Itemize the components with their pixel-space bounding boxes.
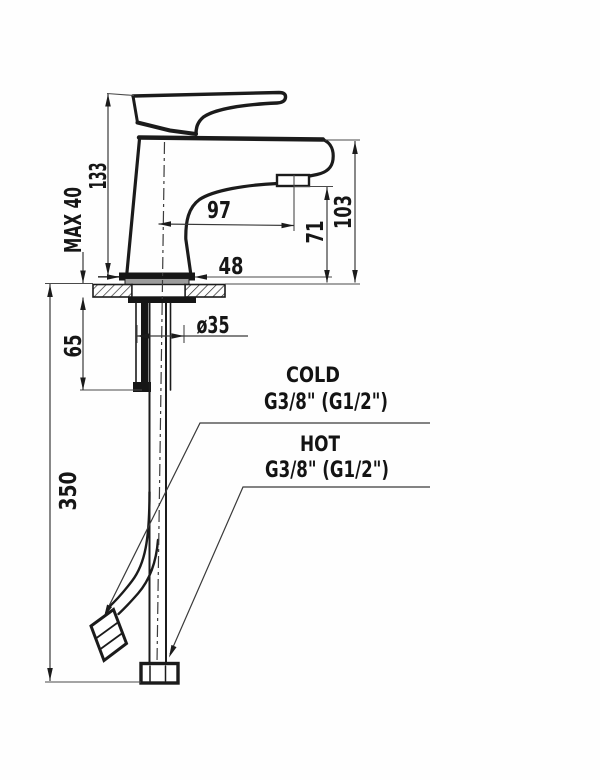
cold-label: COLD (286, 363, 340, 387)
dim-outlet-height: 71 (303, 221, 329, 244)
countertop-left (92, 283, 133, 298)
dim-body-height: 103 (331, 195, 357, 229)
faucet-outline (119, 90, 335, 285)
dim-shank-length: 65 (61, 335, 87, 358)
extension-lines (45, 92, 360, 683)
body-top-edge (136, 135, 326, 142)
under-counter-parts (89, 141, 180, 685)
hot-leader-line (169, 486, 430, 655)
cold-leader-line (104, 422, 430, 614)
dim-max-deck: MAX 40 (61, 187, 87, 253)
axis-centerline (156, 141, 166, 664)
spout-right-curve (307, 137, 335, 178)
hot-spec-label: G3/8" (G1/2") (265, 458, 389, 483)
mounting-stud (141, 303, 148, 388)
locknut-washer (128, 297, 196, 303)
fitting-ridge-2 (99, 632, 124, 650)
base-gasket (124, 278, 190, 285)
base-plate (119, 272, 195, 281)
body-left-edge (125, 137, 142, 274)
dim-spout-reach: 97 (207, 198, 231, 224)
dim-base-width: 48 (219, 254, 244, 280)
cold-spec-label: G3/8" (G1/2") (264, 390, 388, 415)
dim-total-height: 133 (86, 163, 112, 190)
dim-hose-length: 350 (56, 472, 82, 511)
hot-label: HOT (300, 432, 341, 456)
hose-bent-inner-wall (117, 538, 160, 616)
spout-underside-curve (184, 181, 280, 274)
hose-fitting-bottom (139, 661, 180, 685)
aerator-outlet (275, 173, 311, 188)
hose-bent-outer-wall (107, 490, 151, 609)
dimension-lines (47, 94, 358, 681)
dim-hole-diameter: ø35 (197, 313, 230, 339)
mounting-hole-shank (131, 283, 186, 298)
stud-nut (133, 382, 151, 392)
fitting-ridge-1 (95, 621, 120, 639)
handle-left-edge (131, 94, 139, 124)
handle-lever (131, 90, 288, 136)
leader-lines (101, 422, 430, 659)
handle-bottom-edge (135, 120, 198, 136)
dimension-labels: 133 MAX 40 65 350 97 71 103 48 ø35 (56, 163, 357, 511)
countertop-right (184, 283, 226, 298)
countertop-section (92, 283, 226, 303)
connection-labels: COLD G3/8" (G1/2") HOT G3/8" (G1/2") (264, 363, 389, 483)
